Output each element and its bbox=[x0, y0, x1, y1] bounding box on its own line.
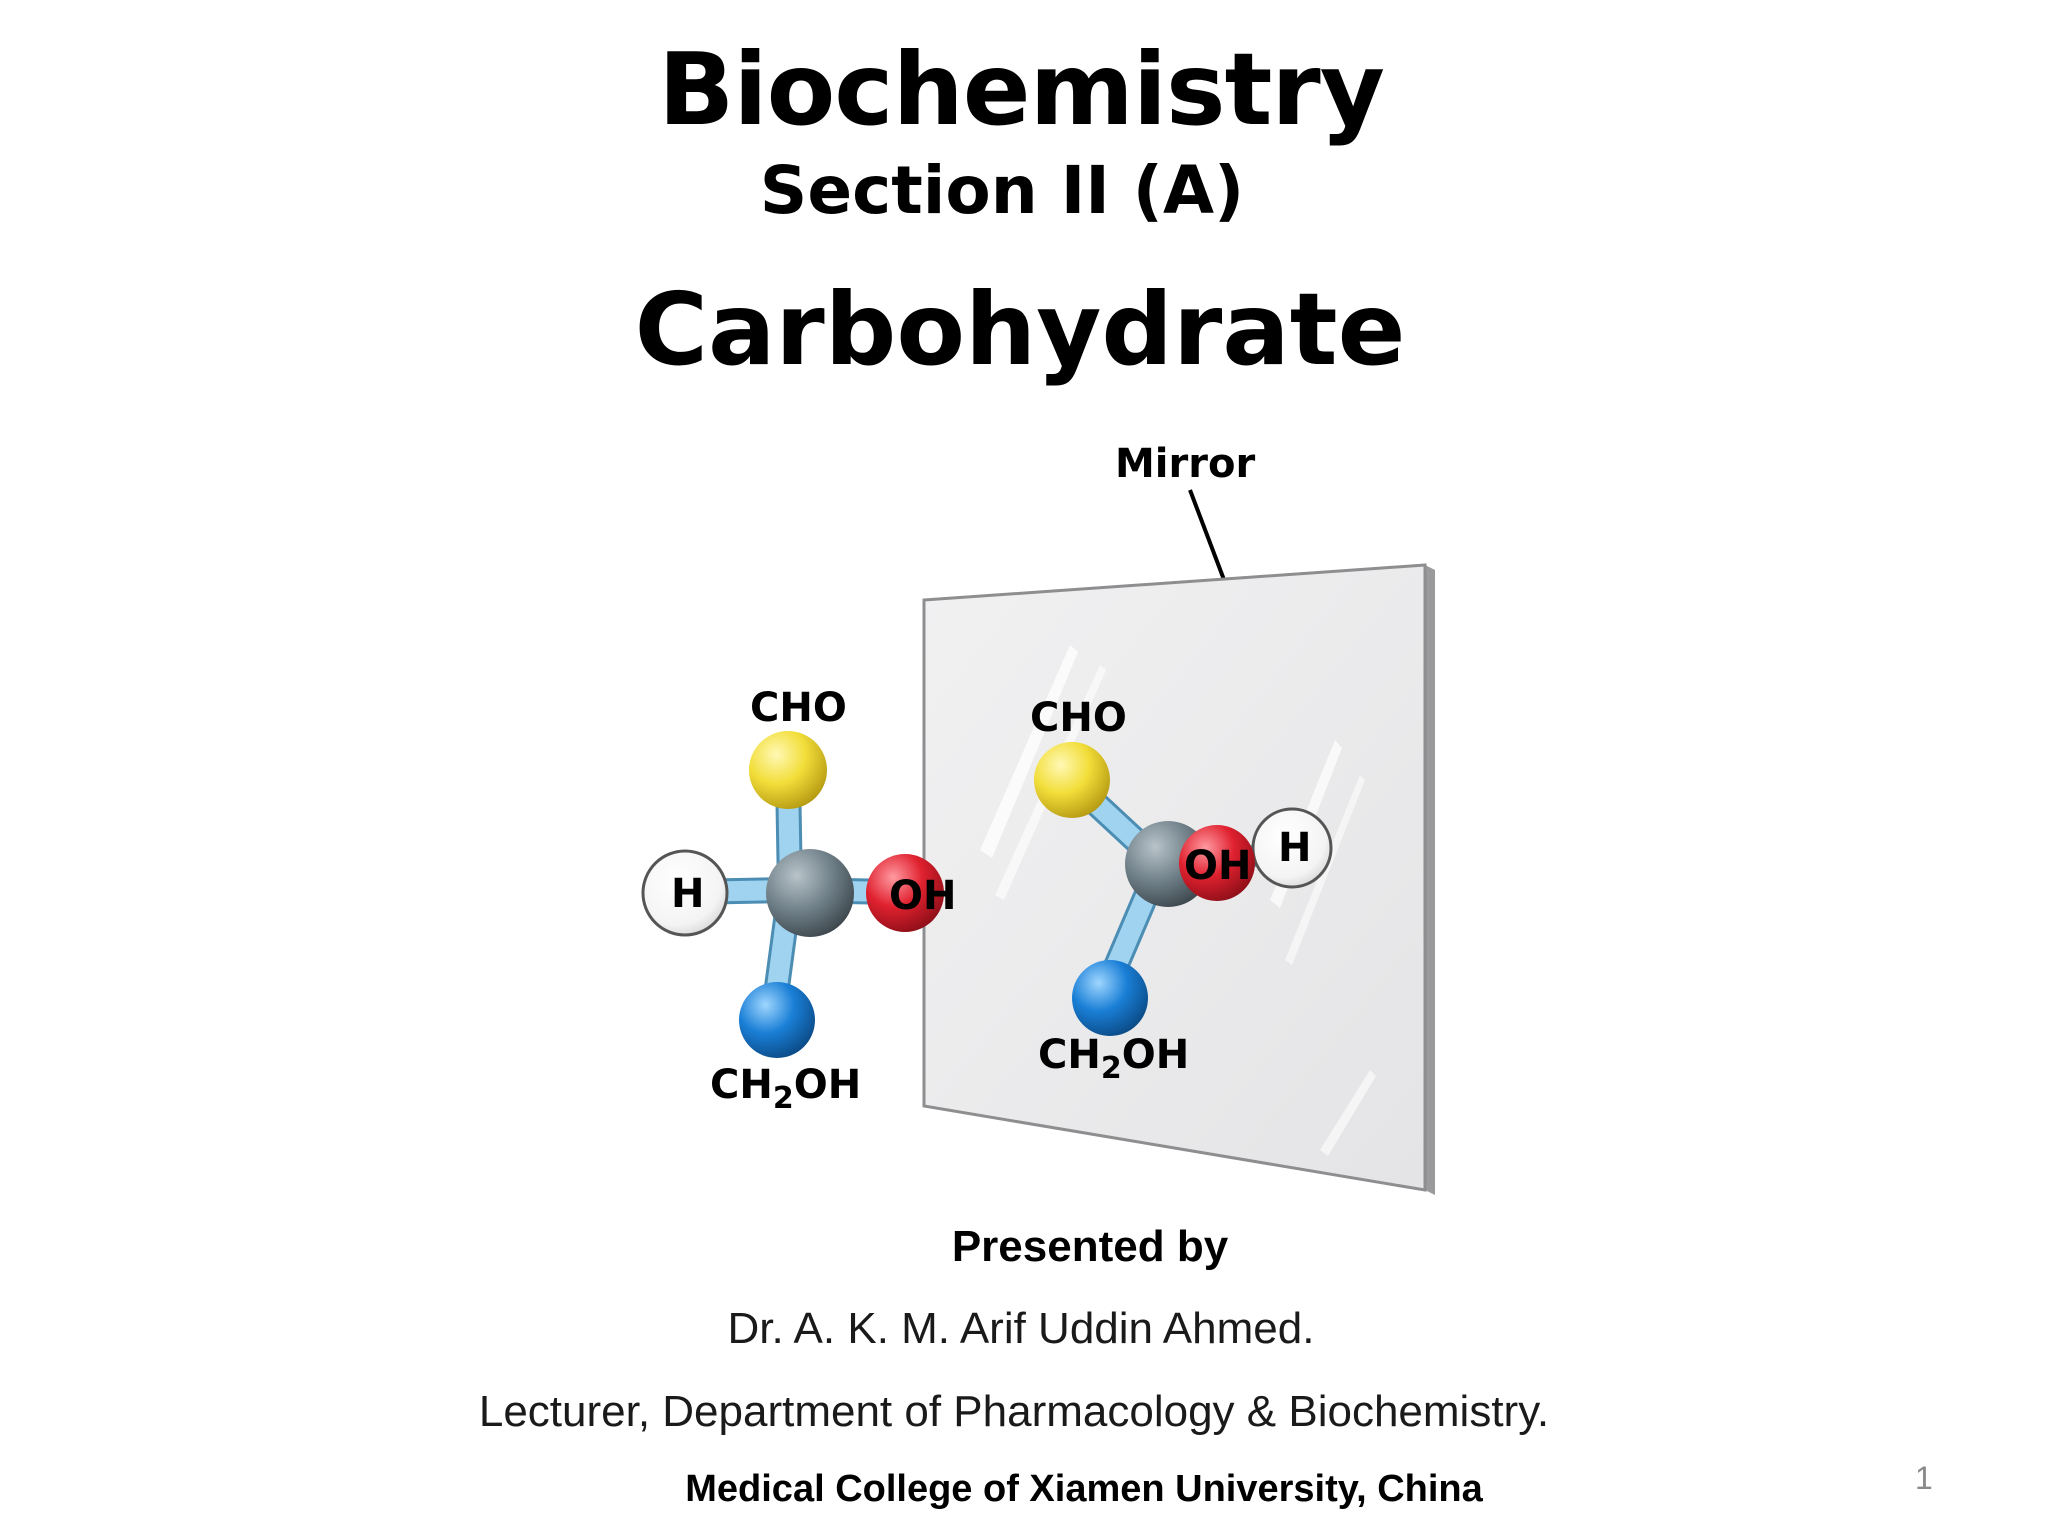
left-ch2oh-main: CH bbox=[710, 1062, 773, 1108]
carbon-atom bbox=[766, 849, 854, 937]
presented-by-text: Presented by bbox=[951, 1222, 1229, 1271]
author-institution-text: Medical College of Xiamen University, Ch… bbox=[685, 1468, 1483, 1510]
right-ch2oh-sub: 2 bbox=[1100, 1051, 1122, 1086]
ch2oh-atom bbox=[1072, 960, 1148, 1036]
left-ch2oh-label: CH2OH bbox=[710, 1065, 861, 1114]
cho-atom bbox=[749, 731, 827, 809]
right-ch2oh-label: CH2OH bbox=[1038, 1035, 1189, 1084]
slide-title: Biochemistry bbox=[0, 40, 2048, 140]
hydroxyl-atom bbox=[1179, 825, 1255, 901]
left-h-label: H bbox=[671, 871, 705, 917]
left-oh-text: OH bbox=[889, 873, 957, 919]
ch2oh-atom bbox=[739, 982, 815, 1058]
right-molecule bbox=[1034, 742, 1333, 1036]
slide-topic-text: Carbohydrate bbox=[634, 271, 1406, 388]
author-institution: Medical College of Xiamen University, Ch… bbox=[0, 1470, 2048, 1508]
hydrogen-atom bbox=[1251, 807, 1333, 889]
left-ch2oh-sub: 2 bbox=[772, 1081, 794, 1116]
slide-title-text: Biochemistry bbox=[658, 31, 1385, 148]
right-ch2oh-main: CH bbox=[1038, 1032, 1101, 1078]
chirality-mirror-figure: Mirror CHO H OH CH2OH CHO OH H CH2OH bbox=[600, 430, 1500, 1210]
right-h-label: H bbox=[1278, 825, 1312, 871]
mirror-edge bbox=[1425, 565, 1435, 1195]
slide-topic: Carbohydrate bbox=[0, 280, 2048, 380]
cho-atom bbox=[1034, 742, 1110, 818]
mirror-label: Mirror bbox=[1115, 441, 1256, 487]
page-number: 1 bbox=[1915, 1460, 1933, 1496]
slide-subtitle: Section II (A) bbox=[0, 158, 2048, 224]
mirror-streak bbox=[1320, 1070, 1376, 1156]
right-oh-label: OH bbox=[1184, 843, 1252, 889]
hydroxyl-atom bbox=[866, 854, 944, 932]
hydrogen-atom bbox=[641, 849, 729, 937]
presented-by: Presented by bbox=[0, 1225, 2048, 1269]
author-position: Lecturer, Department of Pharmacology & B… bbox=[0, 1390, 2048, 1434]
author-position-text: Lecturer, Department of Pharmacology & B… bbox=[478, 1387, 1550, 1436]
author-name: Dr. A. K. M. Arif Uddin Ahmed. bbox=[0, 1307, 2048, 1351]
mirror-figure-graphic bbox=[641, 489, 1435, 1195]
left-molecule bbox=[641, 731, 944, 1058]
right-cho-label: CHO bbox=[1030, 695, 1127, 741]
left-ch2oh-tail: OH bbox=[793, 1062, 862, 1108]
left-cho-label: CHO bbox=[750, 685, 847, 731]
mirror-streak bbox=[980, 645, 1078, 858]
left-oh-label: OH bbox=[889, 876, 1000, 916]
right-ch2oh-tail: OH bbox=[1121, 1032, 1190, 1078]
author-name-text: Dr. A. K. M. Arif Uddin Ahmed. bbox=[727, 1304, 1315, 1353]
slide-subtitle-text: Section II (A) bbox=[759, 152, 1245, 229]
